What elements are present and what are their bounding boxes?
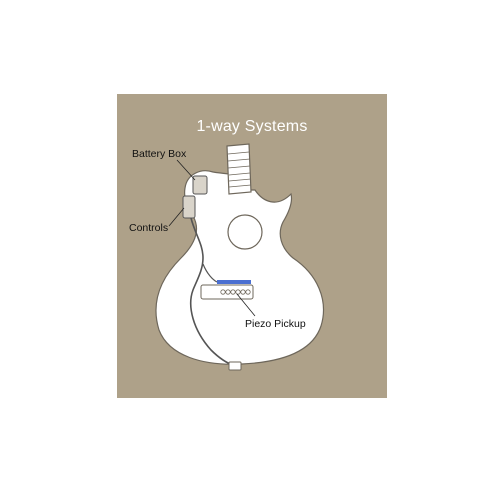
- end-pin-jack: [228, 361, 242, 371]
- battery-box-label: Battery Box: [132, 148, 187, 160]
- bridge-pins: [220, 289, 251, 295]
- sound-hole: [227, 214, 263, 250]
- pickup-lead: [202, 263, 218, 283]
- guitar-neck: [226, 143, 252, 195]
- guitar-body: [155, 170, 325, 365]
- diagram-title: 1-way Systems: [196, 118, 308, 135]
- piezo-pickup-label: Piezo Pickup: [245, 318, 306, 330]
- fret-lines: [227, 151, 252, 188]
- controls-unit: [182, 195, 196, 219]
- controls-label: Controls: [129, 222, 169, 234]
- battery-box-unit: [192, 175, 208, 195]
- leader-controls: [168, 207, 185, 227]
- leader-piezo-pickup: [236, 293, 256, 317]
- pickup-cable: [189, 217, 236, 367]
- diagram-panel: 1-way Systems: [117, 94, 387, 398]
- piezo-saddle: [217, 280, 251, 284]
- leader-battery-box: [176, 159, 196, 181]
- guitar-diagram: [155, 143, 325, 371]
